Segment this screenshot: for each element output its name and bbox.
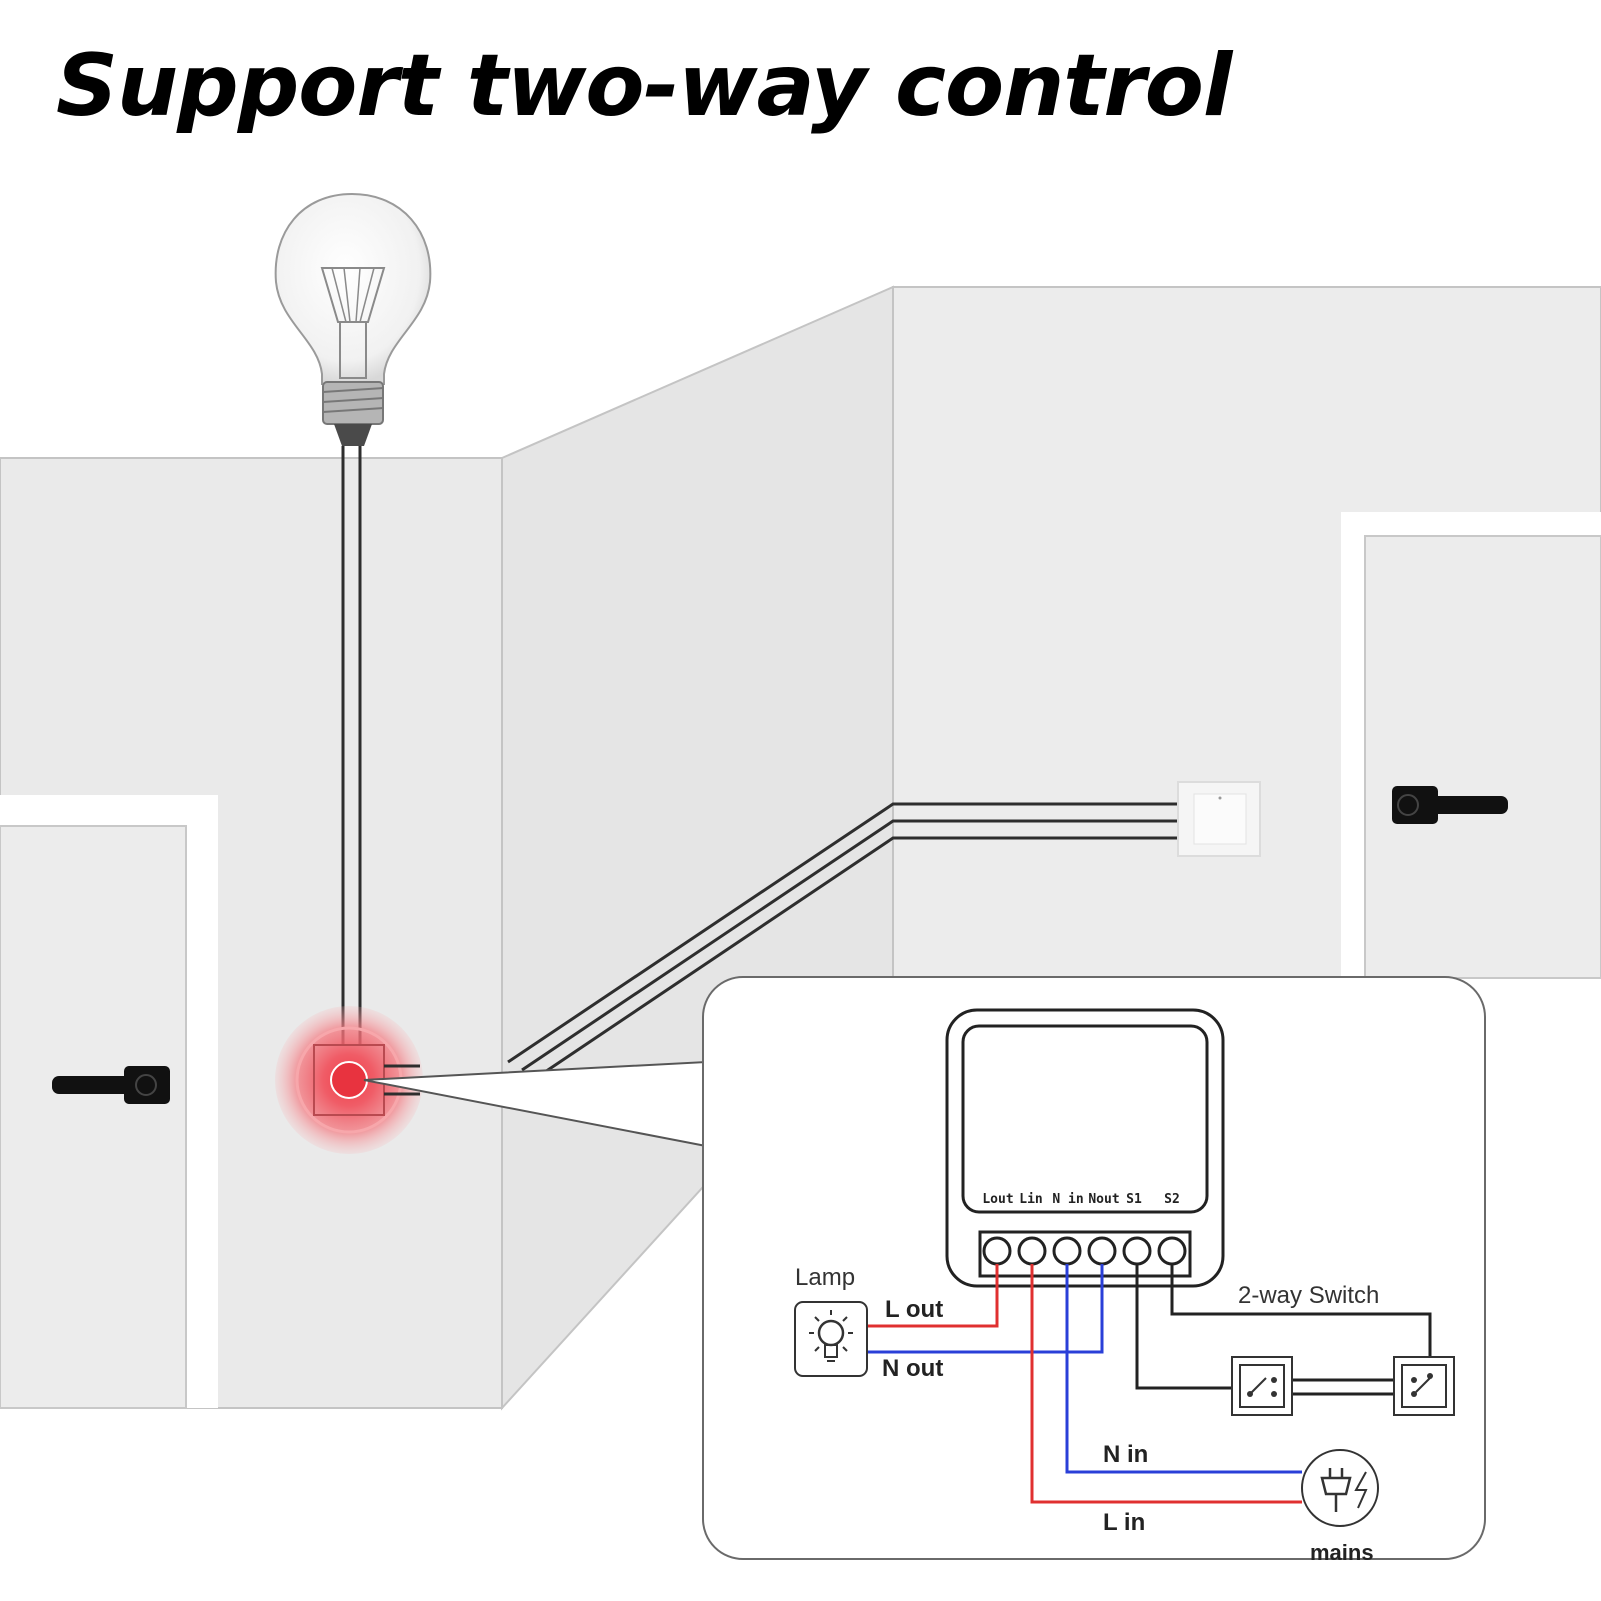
wire-s2 — [1170, 1264, 1432, 1372]
terminal-label-s2: S2 — [1164, 1192, 1180, 1207]
wire-l-in — [1030, 1264, 1302, 1504]
door-handle-icon[interactable] — [52, 1066, 170, 1104]
n-out-label: N out — [882, 1355, 943, 1382]
mains-label: mains — [1310, 1540, 1374, 1565]
terminal-label-nout: Nout — [1088, 1192, 1119, 1207]
smart-module: Lout Lin N in Nout S1 S2 — [945, 1008, 1225, 1288]
terminal-label-nin: N in — [1052, 1192, 1083, 1207]
wire-s1 — [1135, 1264, 1232, 1390]
terminal-label-lout: Lout — [982, 1192, 1013, 1207]
terminal-label-s1: S1 — [1126, 1192, 1142, 1207]
door-handle-icon[interactable] — [1392, 786, 1508, 824]
two-way-switch-icon — [1393, 1356, 1455, 1416]
l-out-label: L out — [885, 1296, 943, 1323]
left-door — [0, 795, 218, 1409]
terminal-label-lin: Lin — [1019, 1192, 1042, 1207]
wire-l-out — [868, 1264, 999, 1328]
right-door — [1341, 512, 1601, 979]
terminal-screws — [982, 1236, 1187, 1266]
wire-n-out — [868, 1264, 1104, 1354]
wall-switch[interactable] — [1177, 781, 1261, 857]
two-way-switch-icon — [1231, 1356, 1293, 1416]
switch-conduit — [507, 802, 1182, 1080]
bulb-conduit — [341, 446, 362, 1046]
wires — [868, 1264, 1432, 1504]
n-in-label: N in — [1103, 1441, 1148, 1468]
page-title: Support two-way control — [56, 36, 1232, 136]
lamp-label: Lamp — [795, 1264, 855, 1291]
wire-n-in — [1065, 1264, 1302, 1474]
incandescent-bulb-icon — [274, 192, 432, 446]
switch-label: 2-way Switch — [1238, 1282, 1379, 1309]
l-in-label: L in — [1103, 1509, 1145, 1536]
lamp-icon — [794, 1301, 868, 1377]
mains-plug-icon — [1301, 1449, 1379, 1527]
